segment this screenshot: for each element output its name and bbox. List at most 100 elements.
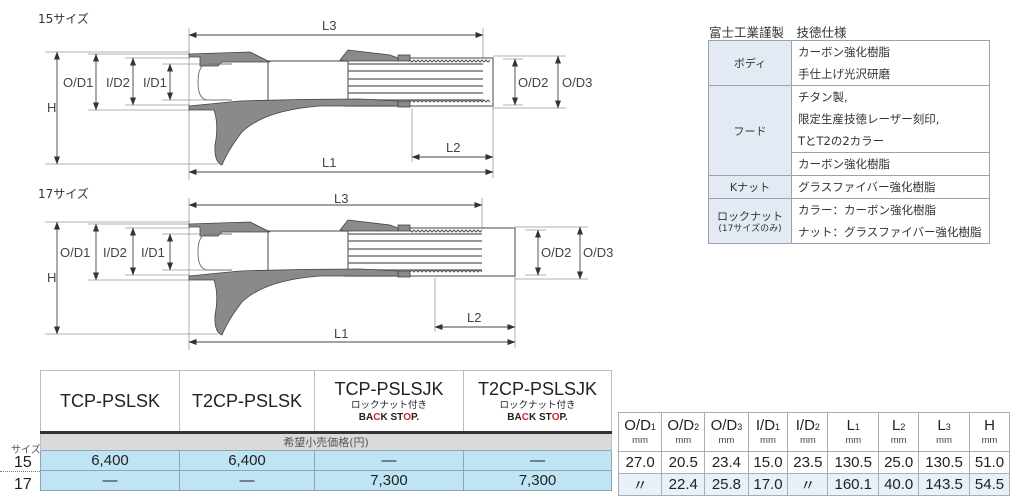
diagram-title: 17サイズ [38, 186, 89, 201]
thread [409, 99, 491, 103]
spec-value: チタン製, 限定生産技徳レーザー刻印, TとT2の2カラー [791, 85, 990, 153]
front-hood [339, 219, 399, 232]
price-caption: 希望小売価格(円) [40, 431, 612, 451]
dimension-cell: 〃 [617, 473, 663, 496]
spec-row-locknut: ロックナット(17サイズのみ) カラー：カーボン強化樹脂ナット：グラスファイバー… [708, 198, 990, 244]
dimension-cell: 22.4 [661, 473, 706, 496]
price-cell: — [314, 450, 464, 471]
spec-title: 富士工業謹製 技徳仕様 [709, 25, 847, 40]
dim-label-id2: I/D2 [106, 75, 130, 90]
spec-head-label: ロックナット [717, 209, 783, 223]
model-name: T2CP-PSLSJK [477, 378, 598, 399]
spec-head-note: (17サイズのみ) [718, 223, 782, 234]
spec-line: カラー：カーボン強化樹脂 [798, 203, 936, 217]
dimension-cell: 130.5 [918, 451, 971, 474]
spec-line: TとT2の2カラー [798, 134, 885, 148]
dim-name: O/D [624, 416, 651, 434]
dim-subscript: 1 [650, 421, 656, 432]
model-name: T2CP-PSLSK [191, 390, 303, 411]
dim-subscript: 3 [945, 421, 951, 432]
model-note: ロックナット付き [350, 399, 427, 411]
spec-line: 限定生産技徳レーザー刻印, [798, 112, 940, 126]
dimension-cell: 27.0 [617, 451, 663, 474]
trigger [188, 268, 399, 336]
diagram-title: 15サイズ [38, 11, 89, 26]
price-cell: 7,300 [463, 470, 612, 491]
dim-label-od2: O/D2 [518, 75, 548, 90]
dim-label-id2: I/D2 [103, 245, 127, 260]
dimension-cell: 23.5 [787, 451, 829, 474]
dimension-cell: 143.5 [918, 473, 971, 496]
dim-unit: mm [845, 434, 862, 446]
dimension-cell: 25.0 [878, 451, 920, 474]
thread [409, 269, 483, 273]
main-tube [267, 230, 349, 272]
spec-table: ボディ カーボン強化樹脂手仕上げ光沢研磨 フード チタン製,限定生産技徳レーザー… [708, 40, 990, 244]
front-hood [339, 49, 399, 62]
divider [0, 471, 40, 472]
dim-unit: mm [675, 434, 692, 446]
dim-subscript: 2 [814, 421, 820, 432]
price-cell: — [179, 470, 315, 491]
backstop-logo: BACK STOP. [358, 411, 420, 423]
diagram-size-17: 17サイズ H O/D1 I/D2 I/D1 O/D2 O/D3 L3 L1 L… [38, 186, 613, 350]
k-nut [397, 224, 411, 232]
blank-tube [344, 57, 494, 107]
price-cell: 6,400 [179, 450, 315, 471]
dim-subscript: 1 [854, 421, 860, 432]
dim-label-id1: I/D1 [141, 245, 165, 260]
dimension-cell: 160.1 [827, 473, 880, 496]
dimension-cell: 17.0 [747, 473, 789, 496]
size-15: 15 [14, 454, 32, 471]
spec-row-hood: フード チタン製,限定生産技徳レーザー刻印,TとT2の2カラー [708, 85, 990, 176]
dim-name: I/D [795, 416, 815, 434]
dim-label-l3: L3 [322, 18, 336, 33]
size-label: サイズ [11, 445, 41, 456]
dimension-cell: 40.0 [878, 473, 920, 496]
dim-name: O/D [667, 416, 695, 434]
price-cell: — [463, 450, 612, 471]
model-header: T2CP-PSLSK [179, 370, 315, 433]
dim-name: O/D [710, 416, 738, 434]
dim-unit: mm [890, 434, 907, 446]
backstop-logo: BACK STOP. [507, 411, 568, 423]
spec-line: ナット：グラスファイバー強化樹脂 [798, 225, 982, 239]
model-note: ロックナット付き [499, 399, 576, 411]
spec-head: ボディ [708, 40, 792, 86]
dim-label-od2: O/D2 [541, 245, 571, 260]
blank-tube [344, 227, 516, 277]
dimension-header: L2 mm [878, 412, 920, 452]
dimension-cell: 23.4 [704, 451, 749, 474]
dim-unit: mm [632, 434, 648, 446]
spec-row-knut: Kナット グラスファイバー強化樹脂 [708, 175, 990, 199]
reel-seat-diagrams: 15サイズ H O/D1 I/D2 I/D1 O/D2 O/D3 L3 L1 L… [38, 11, 613, 350]
dim-name: L [891, 416, 901, 434]
inner-cup [197, 63, 232, 101]
dim-label-l3: L3 [334, 191, 348, 206]
dim-subscript: 2 [900, 421, 906, 432]
thread [409, 59, 491, 63]
k-nut [397, 100, 411, 108]
price-cell: 6,400 [40, 450, 180, 471]
dimension-cell: 54.5 [969, 473, 1010, 496]
k-nut [397, 54, 411, 62]
price-row-15: 6,400 6,400 — — [40, 450, 612, 471]
dimension-cell: 15.0 [747, 451, 789, 474]
dim-label-l2: L2 [467, 310, 481, 325]
dimension-cell: 25.8 [704, 473, 749, 496]
spec-value: グラスファイバー強化樹脂 [791, 175, 990, 199]
spec-line: カーボン強化樹脂 [798, 45, 890, 59]
spec-row-body: ボディ カーボン強化樹脂手仕上げ光沢研磨 [708, 40, 990, 86]
dim-name: H [984, 416, 995, 434]
spec-line: チタン製, [798, 90, 848, 104]
dim-label-h: H [47, 100, 56, 115]
dimension-cell: 51.0 [969, 451, 1010, 474]
